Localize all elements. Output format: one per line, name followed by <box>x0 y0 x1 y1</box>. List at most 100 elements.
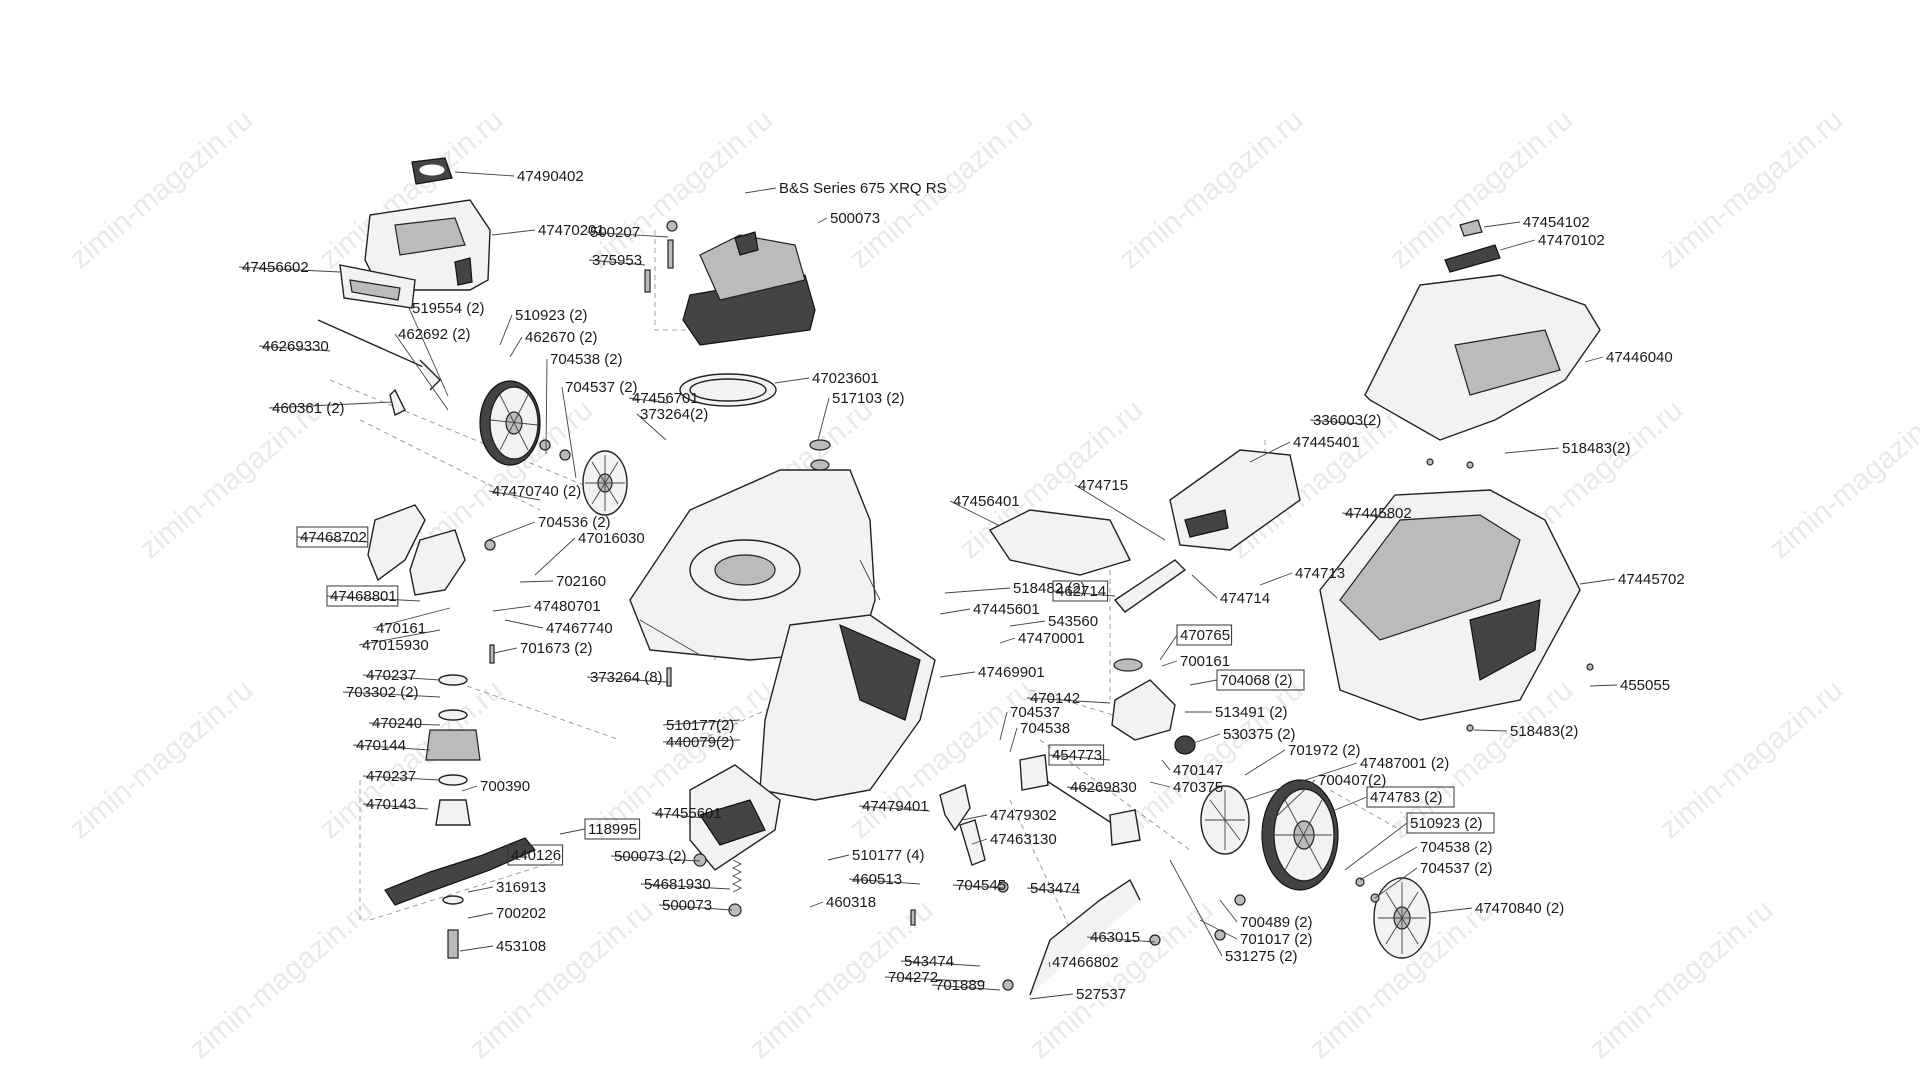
leader-line <box>931 984 1001 991</box>
part-number-text: 701889 <box>935 977 985 994</box>
part-label-519554: 519554 (2) <box>408 300 485 397</box>
leader-line <box>1499 239 1536 251</box>
part-label-530375: 530375 (2) <box>1187 726 1296 746</box>
part-number-text: 47467740 <box>546 620 613 637</box>
leader-line <box>507 854 521 861</box>
engine-bs-675 <box>682 231 816 346</box>
control-cover-47445401 <box>1169 449 1301 551</box>
grass-bag-47445702 <box>1319 489 1581 721</box>
part-label-118995: 118995 <box>559 818 641 840</box>
part-label-47469901: 47469901 <box>939 664 1045 681</box>
wheel-gear-47487001 <box>1200 785 1250 855</box>
part-label-47446040: 47446040 <box>1584 349 1673 366</box>
part-number-text: 470142 <box>1030 690 1080 707</box>
part-label-440126: 440126 <box>507 844 564 866</box>
part-number-text: 700407(2) <box>1318 772 1386 789</box>
part-number-text: 47456602 <box>242 259 309 276</box>
part-label-47470840: 47470840 (2) <box>1429 900 1564 917</box>
leader-line <box>628 397 669 404</box>
label-box <box>1176 624 1233 646</box>
part-label-47468801: 47468801 <box>326 585 421 607</box>
part-label-470237b: 470237 <box>362 768 441 785</box>
part-number-text: 510177 (4) <box>852 847 925 864</box>
part-number-text: 510177(2) <box>666 717 734 734</box>
leader-line <box>662 739 741 743</box>
part-number-text: 518483(2) <box>1510 723 1578 740</box>
leader-line <box>900 960 981 967</box>
part-number-text: 518482 (2) <box>1013 580 1086 597</box>
spring-54681930 <box>731 859 743 893</box>
leader-line <box>971 838 988 845</box>
watermark-text: zimin-magazin.ru <box>1653 103 1849 275</box>
leader-line <box>1149 781 1171 788</box>
leader-line <box>1026 887 1081 894</box>
height-lever-47479302 <box>939 784 986 866</box>
part-number-text: 704537 (2) <box>565 379 638 396</box>
part-label-704538c: 704538 (2) <box>1359 839 1493 881</box>
part-number-text: 46269830 <box>1070 779 1137 796</box>
leader-line <box>1187 733 1221 746</box>
part-label-460513: 460513 <box>848 871 921 888</box>
part-number-text: 462692 (2) <box>398 326 471 343</box>
leader-line <box>487 521 536 541</box>
leader-line <box>640 883 731 890</box>
part-number-text: 47445702 <box>1618 571 1685 588</box>
leader-line <box>858 805 931 812</box>
part-label-531275: 531275 (2) <box>1169 859 1298 965</box>
leader-line <box>949 500 1001 527</box>
part-number-text: 47456701 <box>632 390 699 407</box>
leader-line <box>326 595 421 602</box>
part-number-text: 47456401 <box>953 493 1020 510</box>
label-box <box>507 844 564 866</box>
logo-badge-47490402 <box>411 157 453 185</box>
part-label-47466802: 47466802 <box>1048 954 1119 971</box>
part-number-text: 470240 <box>372 715 422 732</box>
leader-line <box>610 855 701 862</box>
part-label-47468702: 47468702 <box>296 526 369 548</box>
part-label-462714: 462714 <box>1052 580 1116 602</box>
leader-line <box>1589 684 1618 687</box>
leader-line <box>1048 754 1111 761</box>
part-label-47470740: 47470740 (2) <box>488 483 581 501</box>
part-number-text: 47455601 <box>655 805 722 822</box>
watermark-text: zimin-magazin.ru <box>1023 893 1219 1065</box>
part-number-text: 47490402 <box>517 168 584 185</box>
part-number-text: 462714 <box>1056 583 1106 600</box>
leader-line <box>454 171 515 177</box>
leader-line <box>545 358 548 455</box>
hubcap-47470740 <box>582 450 628 516</box>
leader-line <box>1159 634 1178 661</box>
part-label-470237a: 470237 <box>362 667 441 684</box>
part-number-text: 47469901 <box>978 664 1045 681</box>
leader-line <box>636 413 667 441</box>
leader-line <box>817 397 830 441</box>
leader-line <box>342 691 441 698</box>
part-number-text: 47487001 (2) <box>1360 755 1449 772</box>
part-label-470144: 470144 <box>352 737 431 754</box>
front-axle-46269330 <box>317 319 441 417</box>
part-number-text: 527537 <box>1076 986 1126 1003</box>
part-number-text: 517103 (2) <box>832 390 905 407</box>
part-number-text: 47479401 <box>862 798 929 815</box>
leader-line <box>1359 846 1418 881</box>
leader-line <box>1309 419 1374 426</box>
leader-line <box>461 785 478 792</box>
part-number-text: 47463130 <box>990 831 1057 848</box>
part-label-47016030: 47016030 <box>534 530 645 576</box>
leader-line <box>1473 729 1508 732</box>
part-label-47463130: 47463130 <box>971 831 1057 848</box>
handle-tube-47466802 <box>1029 878 1141 996</box>
part-number-text: 701017 (2) <box>1240 931 1313 948</box>
part-label-47479302: 47479302 <box>961 807 1057 824</box>
leader-line <box>467 886 494 893</box>
part-number-text: 470143 <box>366 796 416 813</box>
leader-line <box>492 605 532 612</box>
part-label-701972: 701972 (2) <box>1244 742 1361 776</box>
part-number-text: B&S Series 675 XRQ RS <box>779 180 947 197</box>
leader-line <box>509 336 523 358</box>
leader-line <box>1244 762 1358 801</box>
part-number-text: 470375 <box>1173 779 1223 796</box>
part-label-500073c: 500073 <box>658 897 733 914</box>
part-label-704068: 704068 (2) <box>1189 669 1305 691</box>
drive-belt-462714 <box>1113 559 1187 613</box>
